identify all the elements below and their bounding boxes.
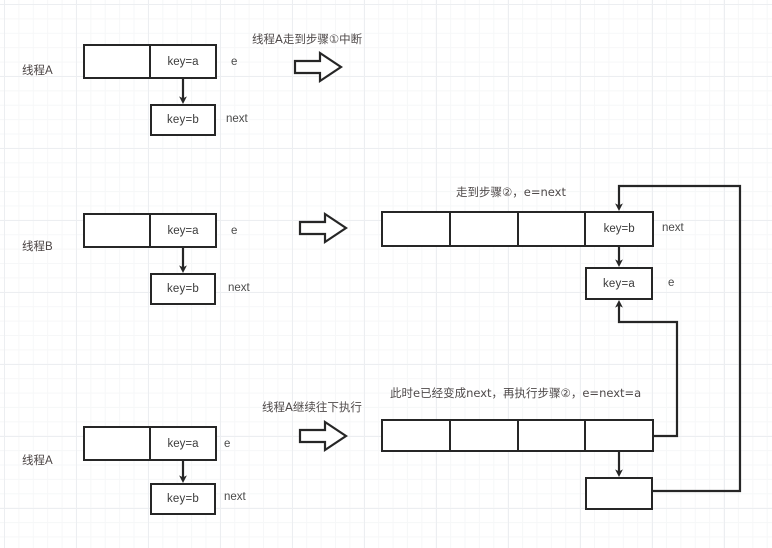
panel2-cell-0 <box>383 421 449 450</box>
row1-cell-empty <box>85 46 149 77</box>
panel1-cell-1 <box>448 213 517 245</box>
panel2-bucket-table <box>381 419 654 452</box>
thread-label-row1: 线程A <box>22 65 53 77</box>
row1-cell-key-a: key=a <box>149 46 215 77</box>
row3-node-key-b: key=b <box>150 483 216 515</box>
block-arrow-right-icon-row3 <box>298 419 348 453</box>
panel2-cell-1 <box>448 421 517 450</box>
panel1-tag-e: e <box>668 277 675 289</box>
panel1-node-key-a: key=a <box>585 267 653 300</box>
panel1-cell-0 <box>383 213 449 245</box>
block-arrow-right-icon-row1 <box>293 50 343 84</box>
row3-cell-empty <box>85 428 149 459</box>
panel1-caption: 走到步骤②，e=next <box>456 185 566 199</box>
row3-tag-e: e <box>224 438 231 450</box>
row1-tag-next: next <box>226 113 248 125</box>
row1-node-key-b: key=b <box>150 104 216 136</box>
row2-entry-pair: key=a <box>83 213 217 248</box>
panel1-cell-2 <box>516 213 585 245</box>
row2-tag-e: e <box>231 225 238 237</box>
row2-cell-key-a: key=a <box>149 215 215 246</box>
panel2-node-empty <box>585 477 653 510</box>
row2-node-key-b: key=b <box>150 273 216 305</box>
row1-step-caption: 线程A走到步骤①中断 <box>252 32 363 46</box>
block-arrow-right-icon-row2 <box>298 211 348 245</box>
panel1-bucket-table: key=b <box>381 211 654 247</box>
row3-entry-pair: key=a <box>83 426 217 461</box>
thread-label-row2: 线程B <box>22 241 53 253</box>
panel2-caption: 此时e已经变成next，再执行步骤②，e=next=a <box>390 386 642 400</box>
row2-cell-empty <box>85 215 149 246</box>
panel1-tag-next: next <box>662 222 684 234</box>
panel2-cell-2 <box>516 421 585 450</box>
panel1-cell-3: key=b <box>584 213 652 245</box>
row1-entry-pair: key=a <box>83 44 217 79</box>
panel2-cell-3 <box>584 421 652 450</box>
row3-step-caption: 线程A继续往下执行 <box>262 400 362 414</box>
row1-tag-e: e <box>231 56 238 68</box>
cycle-loop-inner-connector <box>615 299 679 438</box>
thread-label-row3: 线程A <box>22 455 53 467</box>
row2-tag-next: next <box>228 282 250 294</box>
row3-cell-key-a: key=a <box>149 428 215 459</box>
row3-tag-next: next <box>224 491 246 503</box>
